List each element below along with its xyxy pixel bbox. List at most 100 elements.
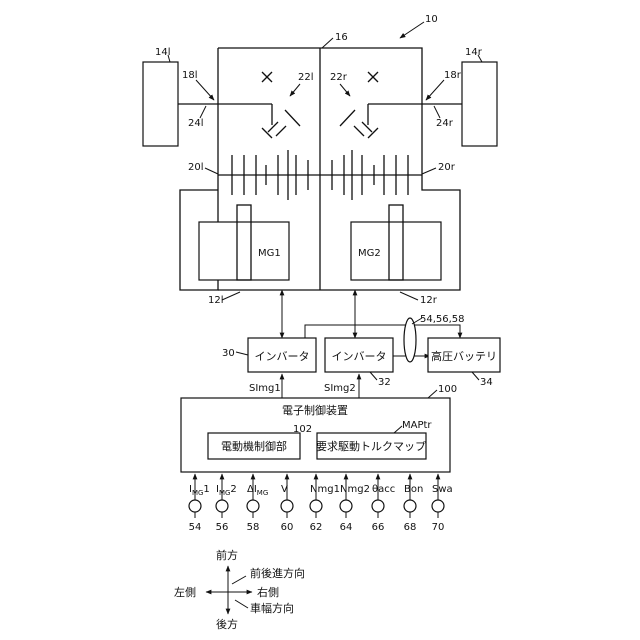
ref-ecu: 100: [438, 384, 457, 395]
ref-axle-right-arrow: [426, 80, 444, 100]
sensor-number: 58: [247, 522, 260, 533]
sensor-label-subscript: MG: [192, 489, 203, 497]
ref-diff-right: 22r: [330, 72, 348, 83]
ref-gear-left: 20l: [188, 162, 204, 173]
compass-rear: 後方: [216, 617, 238, 631]
sensor-circle: [340, 500, 352, 512]
ref-case-leader: [322, 38, 333, 48]
ref-inverter-left-leader: [236, 352, 248, 355]
sensor-label: IMG2: [216, 484, 237, 497]
inverter-right-label: インバータ: [332, 350, 387, 363]
ref-inverter-right: 32: [378, 377, 391, 388]
current-sensor: [404, 318, 416, 362]
sensor-number: 70: [432, 522, 445, 533]
ref-gear-left-leader: [205, 168, 218, 174]
sensor-70: Swa 70: [432, 474, 453, 533]
sensor-label: ΔIMG: [247, 484, 268, 497]
sensor-label: Nmg2: [340, 484, 370, 495]
battery-label: 高圧バッテリ: [431, 349, 497, 363]
sensor-label-subscript: MG: [257, 489, 268, 497]
ref-axle-right: 18r: [444, 70, 462, 81]
sensor-number: 64: [340, 522, 353, 533]
sensor-64: Nmg2 64: [340, 474, 370, 533]
sensor-circle: [404, 500, 416, 512]
ref-unit-right: 12r: [420, 295, 438, 306]
motor-mg1-label: MG1: [258, 248, 281, 259]
gear-train-right: [320, 155, 422, 195]
ref-battery: 34: [480, 377, 493, 388]
ref-inverter-right-leader: [370, 372, 377, 380]
sensor-60: V 60: [281, 474, 294, 533]
sensor-label: Bon: [404, 484, 423, 495]
sensor-number: 62: [310, 522, 323, 533]
ref-battery-leader: [472, 372, 479, 380]
sensor-62: Nmg1 62: [310, 474, 340, 533]
sensor-circle: [372, 500, 384, 512]
compass-fore-aft: 前後進方向: [250, 566, 305, 580]
compass-front: 前方: [216, 548, 238, 562]
ref-diff-right-arrow: [340, 84, 350, 96]
sensor-number: 54: [189, 522, 202, 533]
ref-shaft-right: 24r: [436, 118, 454, 129]
sensor-56: IMG2 56: [216, 474, 237, 533]
ref-unit-right-leader: [400, 292, 418, 300]
wheel-left: [143, 62, 178, 146]
sensor-label-subscript: MG: [219, 489, 230, 497]
ref-system-arrow: [400, 22, 424, 38]
signal-simg1-label: SImg1: [249, 383, 281, 394]
sensor-circle: [432, 500, 444, 512]
sensor-label: V: [281, 484, 288, 495]
sensor-number: 60: [281, 522, 294, 533]
direction-compass: [206, 566, 252, 614]
sensor-66: θacc 66: [372, 474, 396, 533]
sensor-label: θacc: [372, 484, 395, 495]
ref-unit-left: 12l: [208, 295, 224, 306]
sensor-label: Swa: [432, 484, 453, 495]
sensor-label-suffix: 2: [230, 484, 236, 495]
ref-gear-right: 20r: [438, 162, 456, 173]
ref-ecu-leader: [428, 390, 437, 398]
wire-dc-bus-left: [305, 325, 355, 338]
ref-map: MAPtr: [402, 420, 432, 431]
ref-gear-right-leader: [422, 168, 436, 174]
sensor-circle: [310, 500, 322, 512]
sensor-number: 66: [372, 522, 385, 533]
ref-axle-left-arrow: [196, 80, 214, 100]
ref-sensors-group: 54,56,58: [420, 314, 465, 325]
sensor-label: Nmg1: [310, 484, 340, 495]
ref-shaft-left-leader: [200, 106, 206, 118]
ref-axle-left: 18l: [182, 70, 198, 81]
compass-left: 左側: [174, 586, 196, 599]
compass-width-leader: [235, 600, 248, 608]
ref-shaft-left: 24l: [188, 118, 204, 129]
sensor-row: IMG1 54 IMG2 56 ΔIMG 58 V 60 Nmg1 62 Nmg2 64 θacc 66 B…: [189, 474, 453, 533]
signal-simg2-label: SImg2: [324, 383, 356, 394]
ref-wheel-right: 14r: [465, 47, 483, 58]
ref-motor-ctrl: 102: [293, 424, 312, 435]
ref-shaft-right-leader: [434, 106, 440, 118]
compass-right: 右側: [257, 585, 279, 599]
sensor-label: IMG1: [189, 484, 210, 497]
ref-diff-left: 22l: [298, 72, 314, 83]
gear-train-left: [218, 155, 320, 195]
ref-unit-left-leader: [222, 292, 240, 300]
ref-case: 16: [335, 32, 348, 43]
ref-diff-left-arrow: [290, 84, 300, 96]
sensor-label-suffix: 1: [203, 484, 209, 495]
wheel-right: [462, 62, 497, 146]
sensor-circle: [216, 500, 228, 512]
compass-width: 車幅方向: [250, 601, 294, 615]
sensor-58: ΔIMG 58: [247, 474, 269, 533]
compass-fore-aft-leader: [232, 576, 246, 584]
sensor-circle: [281, 500, 293, 512]
sensor-circle: [247, 500, 259, 512]
motor-ctrl-label: 電動機制御部: [221, 439, 287, 453]
ecu-label: 電子制御装置: [282, 403, 348, 417]
sensor-number: 68: [404, 522, 417, 533]
sensor-number: 56: [216, 522, 229, 533]
ref-inverter-left: 30: [222, 348, 235, 359]
ref-system: 10: [425, 14, 438, 25]
motor-mg2-label: MG2: [358, 248, 381, 259]
torque-map-label: 要求駆動トルクマップ: [316, 439, 426, 453]
